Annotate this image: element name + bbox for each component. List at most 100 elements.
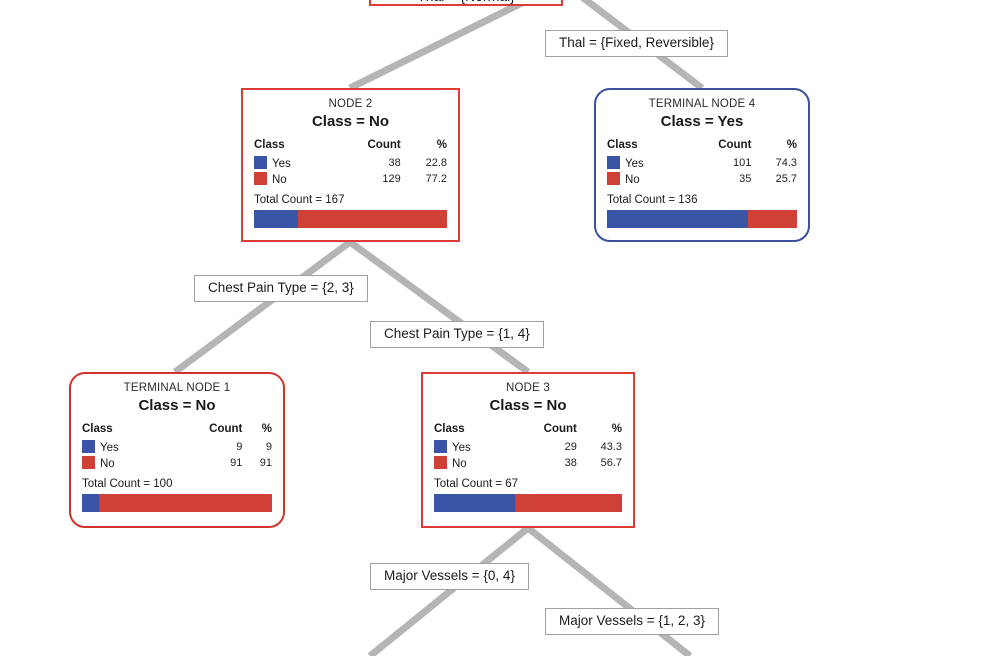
terminal-node-1[interactable]: TERMINAL NODE 1 Class = No Class Count %… — [69, 372, 285, 528]
table-row: No 91 91 — [82, 455, 272, 471]
table-header-row: Class Count % — [607, 139, 797, 155]
row-pct: 9 — [265, 441, 272, 453]
table-header-row: Class Count % — [254, 139, 447, 155]
header-class: Class — [607, 139, 638, 151]
row-class-yes: Yes — [434, 439, 508, 455]
table-row: Yes 38 22.8 — [254, 155, 447, 171]
terminal-node-1-distribution-bar — [82, 494, 272, 512]
node-3[interactable]: NODE 3 Class = No Class Count % Yes 29 4… — [421, 372, 635, 528]
connector-root-to-node2 — [348, 0, 536, 92]
node-2-distribution-bar — [254, 210, 447, 228]
terminal-node-1-total-count: Total Count = 100 — [82, 478, 173, 490]
header-pct: % — [261, 423, 272, 435]
row-class-yes: Yes — [607, 155, 682, 171]
bar-segment-no — [298, 210, 447, 228]
header-class: Class — [82, 423, 113, 435]
bar-segment-no — [748, 210, 797, 228]
legend-swatch-yes-icon — [82, 440, 95, 453]
node-3-total-count: Total Count = 67 — [434, 478, 519, 490]
node-3-title: NODE 3 — [505, 382, 551, 394]
row-pct: 77.2 — [425, 173, 447, 185]
terminal-node-4-total-count: Total Count = 136 — [607, 194, 698, 206]
node-2-distribution-table: Class Count % Yes 38 22.8 No 129 — [254, 139, 447, 187]
table-row: No 35 25.7 — [607, 171, 797, 187]
header-count: Count — [209, 423, 243, 435]
connector-node3-right — [525, 525, 693, 656]
row-count: 101 — [733, 157, 752, 169]
table-header-row: Class Count % — [434, 423, 622, 439]
row-pct: 74.3 — [775, 157, 797, 169]
header-count: Count — [718, 139, 752, 151]
terminal-node-1-class-label: Class = No — [138, 397, 216, 414]
row-pct: 25.7 — [775, 173, 797, 185]
connector-node3-left — [367, 525, 531, 656]
header-pct: % — [786, 139, 797, 151]
node-3-class-label: Class = No — [489, 397, 567, 414]
legend-swatch-yes-icon — [254, 156, 267, 169]
row-count: 9 — [236, 441, 243, 453]
node-root-partial[interactable]: Thal = {Normal} — [369, 0, 563, 6]
legend-swatch-yes-icon — [607, 156, 620, 169]
edge-label-chest-pain-type-1-4[interactable]: Chest Pain Type = {1, 4} — [370, 321, 544, 348]
table-header-row: Class Count % — [82, 423, 272, 439]
bar-segment-yes — [607, 210, 749, 228]
row-class-no: No — [434, 455, 508, 471]
row-pct: 43.3 — [600, 441, 622, 453]
terminal-node-1-distribution-table: Class Count % Yes 9 9 No 91 — [82, 423, 272, 471]
bar-segment-no — [515, 494, 622, 512]
node-2-title: NODE 2 — [328, 98, 373, 110]
node-2[interactable]: NODE 2 Class = No Class Count % Yes 38 2… — [241, 88, 460, 242]
connector-node2-to-terminal1 — [172, 239, 353, 375]
node-2-total-count: Total Count = 167 — [254, 194, 345, 206]
row-label: No — [100, 458, 115, 470]
row-count: 29 — [564, 441, 577, 453]
header-class: Class — [434, 423, 465, 435]
edge-label-major-vessels-0-4[interactable]: Major Vessels = {0, 4} — [370, 563, 529, 590]
legend-swatch-yes-icon — [434, 440, 447, 453]
terminal-node-4-distribution-bar — [607, 210, 797, 228]
row-count: 129 — [382, 173, 401, 185]
row-label: Yes — [452, 442, 471, 454]
legend-swatch-no-icon — [254, 172, 267, 185]
row-label: No — [272, 174, 287, 186]
row-label: No — [625, 174, 640, 186]
row-class-yes: Yes — [82, 439, 165, 455]
row-pct: 91 — [259, 457, 272, 469]
edge-label-major-vessels-1-2-3[interactable]: Major Vessels = {1, 2, 3} — [545, 608, 719, 635]
node-2-class-label: Class = No — [311, 113, 390, 130]
header-pct: % — [611, 423, 622, 435]
table-row: Yes 101 74.3 — [607, 155, 797, 171]
header-pct: % — [436, 139, 447, 151]
row-label: Yes — [625, 158, 644, 170]
terminal-node-4-class-label: Class = Yes — [660, 113, 744, 130]
table-row: Yes 29 43.3 — [434, 439, 622, 455]
row-pct: 56.7 — [600, 457, 622, 469]
table-row: No 129 77.2 — [254, 171, 447, 187]
edge-label-chest-pain-type-2-3[interactable]: Chest Pain Type = {2, 3} — [194, 275, 368, 302]
bar-segment-no — [99, 494, 272, 512]
row-count: 38 — [564, 457, 577, 469]
row-class-no: No — [82, 455, 165, 471]
terminal-node-1-title: TERMINAL NODE 1 — [123, 382, 231, 394]
row-label: No — [452, 458, 467, 470]
edge-label-thal-fixed-reversible[interactable]: Thal = {Fixed, Reversible} — [545, 30, 728, 57]
bar-segment-yes — [82, 494, 100, 512]
terminal-node-4-title: TERMINAL NODE 4 — [648, 98, 756, 110]
row-count: 38 — [388, 157, 401, 169]
row-count: 35 — [739, 173, 752, 185]
legend-swatch-no-icon — [607, 172, 620, 185]
row-class-yes: Yes — [254, 155, 330, 171]
header-count: Count — [367, 139, 401, 151]
table-row: Yes 9 9 — [82, 439, 272, 455]
bar-segment-yes — [254, 210, 298, 228]
terminal-node-4[interactable]: TERMINAL NODE 4 Class = Yes Class Count … — [594, 88, 810, 242]
legend-swatch-no-icon — [82, 456, 95, 469]
bar-segment-yes — [434, 494, 516, 512]
row-label: Yes — [272, 158, 291, 170]
row-class-no: No — [254, 171, 330, 187]
row-pct: 22.8 — [425, 157, 447, 169]
row-class-no: No — [607, 171, 682, 187]
node-3-distribution-bar — [434, 494, 622, 512]
table-row: No 38 56.7 — [434, 455, 622, 471]
